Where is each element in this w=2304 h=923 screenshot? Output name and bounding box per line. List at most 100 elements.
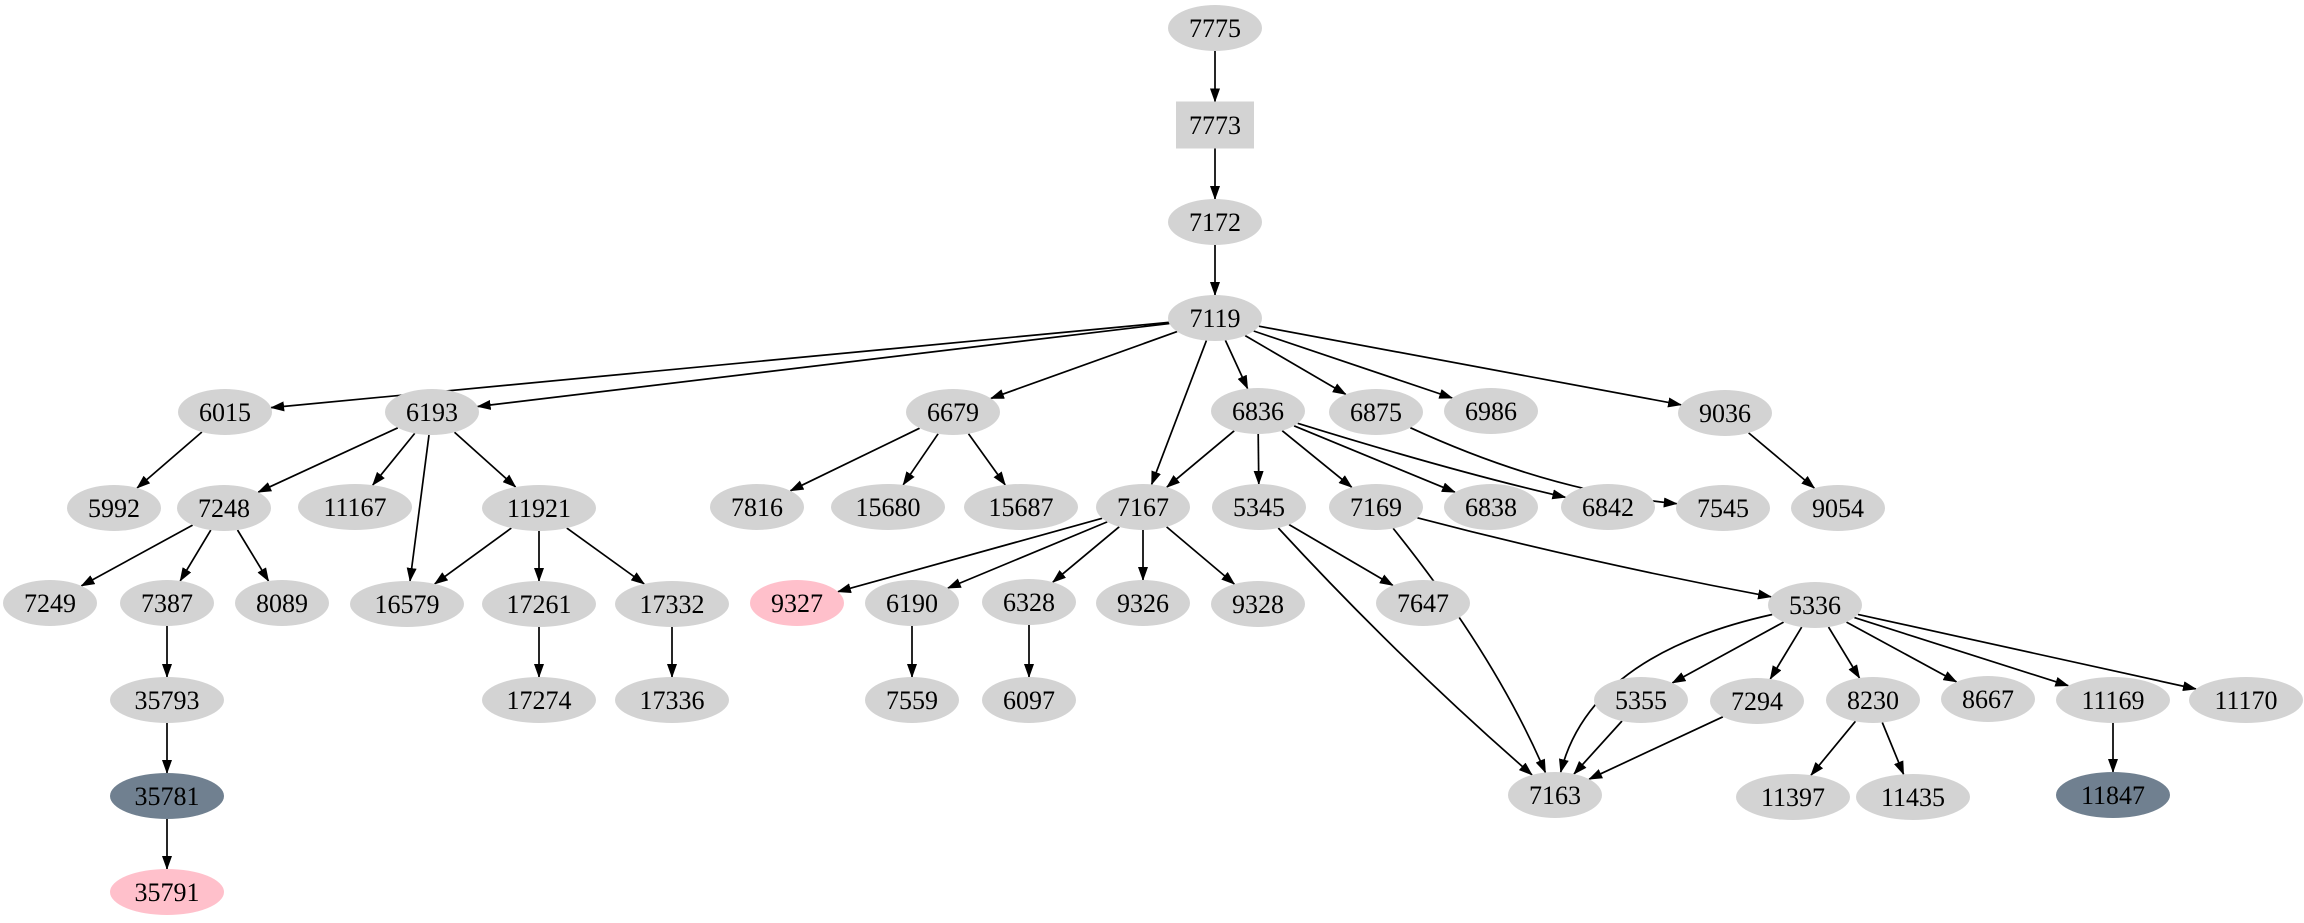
node-ellipse-shape [482, 485, 596, 531]
node-label: 7169 [1350, 493, 1402, 522]
node-ellipse-shape [982, 677, 1076, 723]
node-box-shape [1176, 101, 1254, 149]
node-17336: 17336 [615, 677, 729, 723]
node-ellipse-shape [3, 580, 97, 626]
node-label: 7559 [886, 686, 938, 715]
node-7816: 7816 [710, 484, 804, 530]
edge-6836-6842 [1297, 422, 1567, 500]
node-label: 8230 [1847, 686, 1899, 715]
node-5355: 5355 [1594, 677, 1688, 723]
node-label: 17274 [507, 686, 572, 715]
node-label: 7163 [1529, 781, 1581, 810]
node-ellipse-shape [177, 485, 271, 531]
edge-7119-7167 [1150, 340, 1208, 486]
node-35781: 35781 [110, 773, 224, 819]
node-label: 5355 [1615, 686, 1667, 715]
node-label: 7249 [24, 589, 76, 618]
node-ellipse-shape [1826, 677, 1920, 723]
node-ellipse-shape [1791, 485, 1885, 531]
node-8089: 8089 [235, 580, 329, 626]
edge-9036-9054 [1748, 432, 1816, 489]
node-6836: 6836 [1211, 388, 1305, 434]
node-ellipse-shape [1941, 676, 2035, 722]
node-label: 7775 [1189, 14, 1241, 43]
node-5992: 5992 [67, 485, 161, 531]
node-ellipse-shape [831, 484, 945, 530]
node-label: 7816 [731, 493, 783, 522]
node-label: 7545 [1697, 494, 1749, 523]
node-label: 15680 [856, 493, 921, 522]
edge-6679-7816 [789, 427, 920, 492]
node-label: 6679 [927, 398, 979, 427]
node-ellipse-shape [1329, 484, 1423, 530]
node-label: 11847 [2081, 781, 2145, 810]
node-ellipse-shape [2056, 677, 2170, 723]
node-5336: 5336 [1768, 582, 1862, 628]
node-ellipse-shape [1168, 295, 1262, 341]
node-6838: 6838 [1444, 484, 1538, 530]
node-ellipse-shape [120, 580, 214, 626]
node-9036: 9036 [1678, 390, 1772, 436]
node-ellipse-shape [1678, 390, 1772, 436]
node-ellipse-shape [1768, 582, 1862, 628]
node-label: 5345 [1233, 493, 1285, 522]
edge-6193-7248 [257, 427, 399, 493]
node-label: 17336 [640, 686, 705, 715]
node-label: 9054 [1812, 494, 1864, 523]
node-6015: 6015 [178, 389, 272, 435]
node-ellipse-shape [865, 580, 959, 626]
node-7163: 7163 [1508, 772, 1602, 818]
node-9326: 9326 [1096, 580, 1190, 626]
node-ellipse-shape [385, 389, 479, 435]
node-15680: 15680 [831, 484, 945, 530]
edge-7119-6193 [476, 322, 1170, 410]
edge-6193-11921 [453, 431, 517, 488]
node-label: 6842 [1582, 493, 1634, 522]
edge-6836-7169 [1281, 430, 1353, 488]
edge-5345-7163 [1277, 527, 1533, 776]
node-15687: 15687 [964, 484, 1078, 530]
edge-5336-5355 [1671, 621, 1785, 684]
node-6193: 6193 [385, 389, 479, 435]
node-ellipse-shape [110, 869, 224, 915]
node-ellipse-shape [1211, 581, 1305, 627]
node-ellipse-shape [110, 677, 224, 723]
node-label: 6838 [1465, 493, 1517, 522]
node-label: 11167 [323, 493, 386, 522]
node-label: 8089 [256, 589, 308, 618]
node-label: 7167 [1117, 493, 1169, 522]
node-ellipse-shape [235, 580, 329, 626]
node-11167: 11167 [298, 484, 412, 530]
edge-5345-7647 [1288, 523, 1394, 587]
node-label: 6193 [406, 398, 458, 427]
node-ellipse-shape [2056, 772, 2170, 818]
node-6328: 6328 [982, 579, 1076, 625]
edge-6679-15680 [902, 433, 939, 486]
node-label: 5992 [88, 494, 140, 523]
node-label: 5336 [1789, 591, 1841, 620]
node-label: 7248 [198, 494, 250, 523]
node-label: 35793 [135, 686, 200, 715]
node-ellipse-shape [1212, 484, 1306, 530]
node-11435: 11435 [1856, 774, 1970, 820]
node-7167: 7167 [1096, 484, 1190, 530]
node-ellipse-shape [350, 581, 464, 627]
node-label: 7172 [1189, 208, 1241, 237]
node-ellipse-shape [67, 485, 161, 531]
node-ellipse-shape [2189, 677, 2303, 723]
node-7387: 7387 [120, 580, 214, 626]
node-6875: 6875 [1329, 389, 1423, 435]
node-7773: 7773 [1176, 101, 1254, 149]
node-label: 7647 [1397, 589, 1449, 618]
edge-7119-6836 [1224, 340, 1249, 390]
edge-11921-16579 [433, 527, 512, 585]
node-7559: 7559 [865, 677, 959, 723]
edge-7169-5336 [1417, 516, 1773, 600]
node-7248: 7248 [177, 485, 271, 531]
node-6190: 6190 [865, 580, 959, 626]
node-label: 9328 [1232, 590, 1284, 619]
node-7119: 7119 [1168, 295, 1262, 341]
node-label: 7294 [1731, 687, 1783, 716]
